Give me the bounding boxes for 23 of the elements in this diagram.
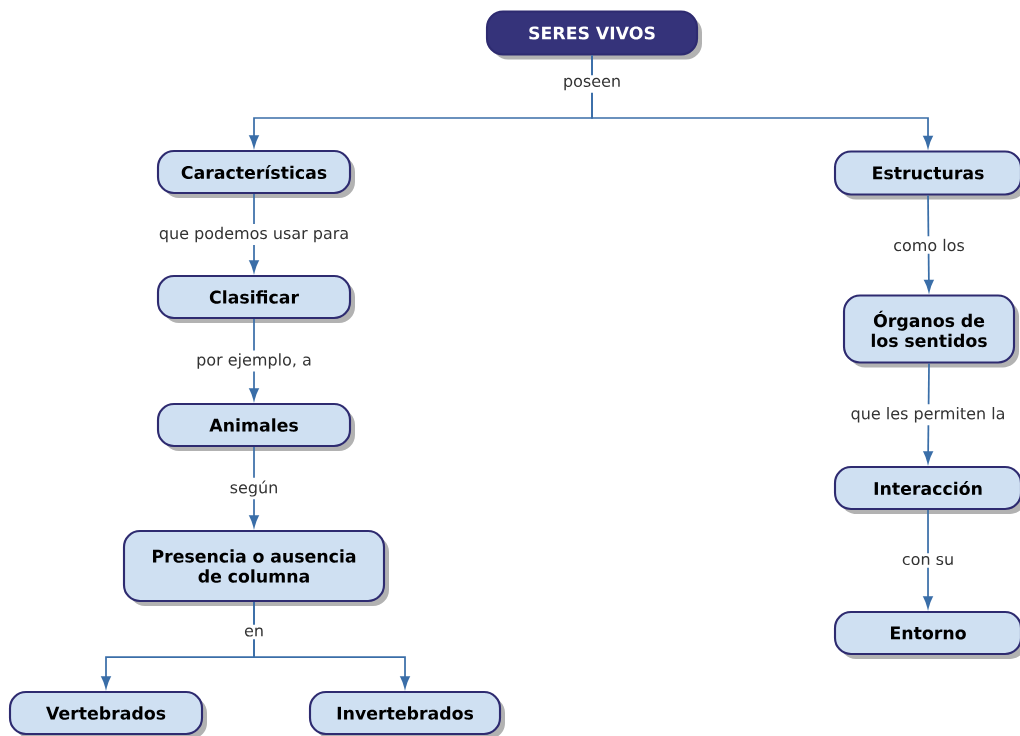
edge-label: poseen — [560, 75, 624, 93]
concept-box: Clasificar — [156, 274, 355, 323]
edge-label: por ejemplo, a — [193, 350, 315, 372]
edge-label: como los — [890, 236, 968, 254]
title-box: SERES VIVOS — [485, 10, 702, 60]
edge-label: con su — [899, 553, 957, 568]
concept-box: Invertebrados — [308, 690, 505, 736]
arrow — [923, 362, 933, 464]
arrow — [591, 54, 933, 148]
concept-box: Estructuras — [833, 150, 1020, 200]
concept-box: Entorno — [833, 610, 1020, 659]
concept-box: Interacción — [833, 465, 1020, 514]
edge-label: según — [227, 477, 281, 500]
arrow — [253, 601, 410, 689]
edge-label: que les permiten la — [847, 404, 1009, 426]
edge-label: que podemos usar para — [156, 224, 352, 245]
concept-box: Órganos de los sentidos — [842, 294, 1019, 368]
concept-box: Características — [156, 149, 355, 198]
concept-box: Animales — [156, 402, 355, 451]
edge-label: en — [241, 624, 267, 640]
concept-box: Vertebrados — [8, 690, 207, 736]
concept-box: Presencia o ausencia de columna — [122, 529, 389, 606]
arrow — [923, 509, 933, 609]
